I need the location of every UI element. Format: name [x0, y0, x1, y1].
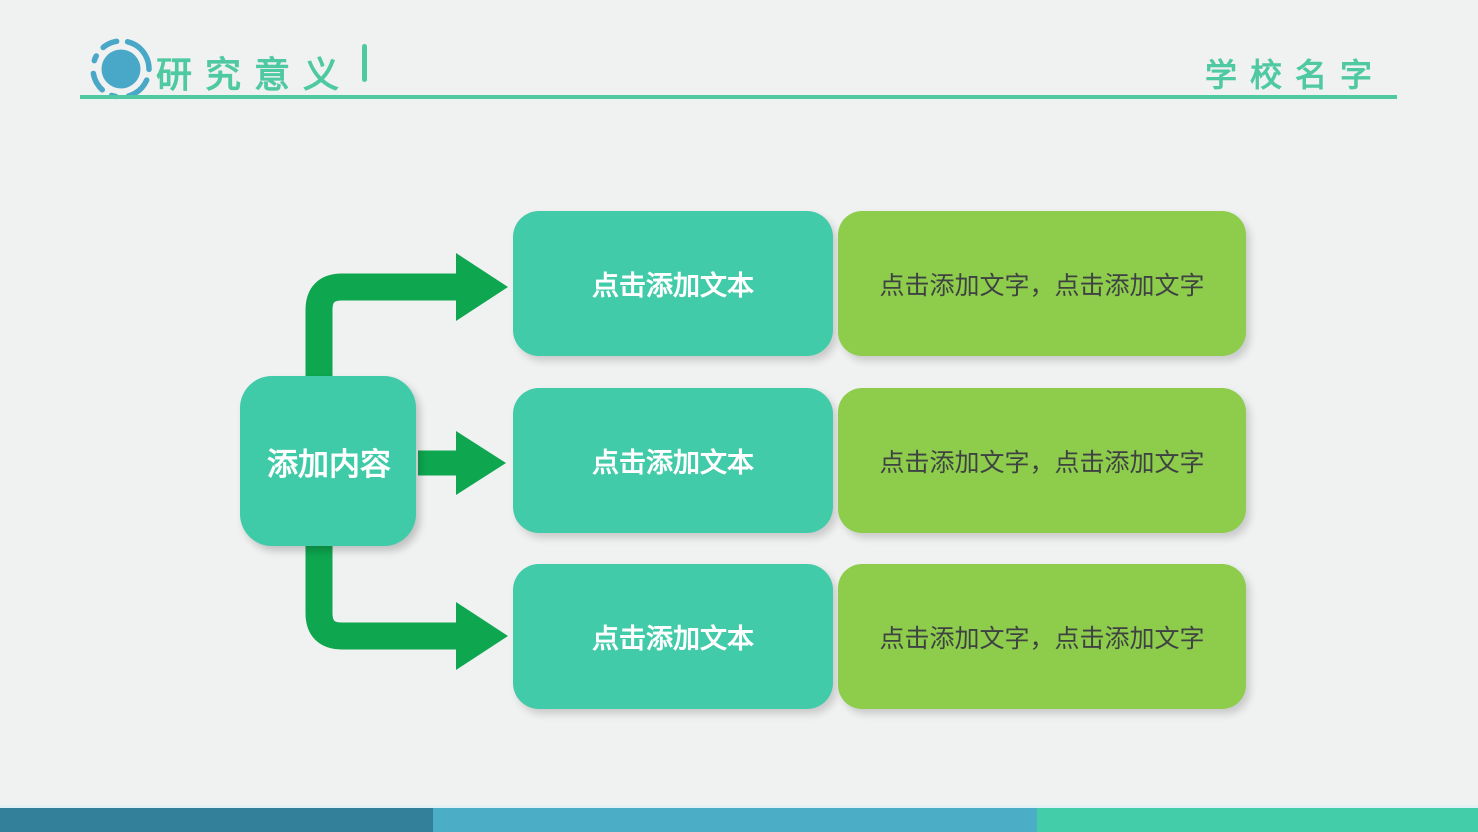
page-title: 研究意义: [156, 54, 353, 95]
text-placeholder-box[interactable]: 点击添加文本: [513, 564, 833, 709]
arrow-middle: [418, 431, 506, 495]
header-divider: [80, 95, 1397, 99]
school-name: 学校名字: [1204, 57, 1385, 93]
dashed-circle-icon: [90, 38, 152, 100]
center-content-box[interactable]: 添加内容: [240, 376, 416, 546]
arrow-bottom: [305, 526, 508, 670]
footer-highlight-line: [0, 805, 1478, 808]
arrow-top: [305, 253, 508, 396]
footer-segment-right: [1037, 808, 1478, 832]
description-placeholder-box[interactable]: 点击添加文字，点击添加文字: [838, 388, 1246, 533]
description-placeholder-box[interactable]: 点击添加文字，点击添加文字: [838, 564, 1246, 709]
text-placeholder-box[interactable]: 点击添加文本: [513, 388, 833, 533]
footer-bar: [0, 808, 1478, 832]
title-separator: [362, 44, 367, 82]
text-placeholder-box[interactable]: 点击添加文本: [513, 211, 833, 356]
description-placeholder-box[interactable]: 点击添加文字，点击添加文字: [838, 211, 1246, 356]
footer-segment-left: [0, 808, 433, 832]
footer-segment-middle: [433, 808, 1037, 832]
